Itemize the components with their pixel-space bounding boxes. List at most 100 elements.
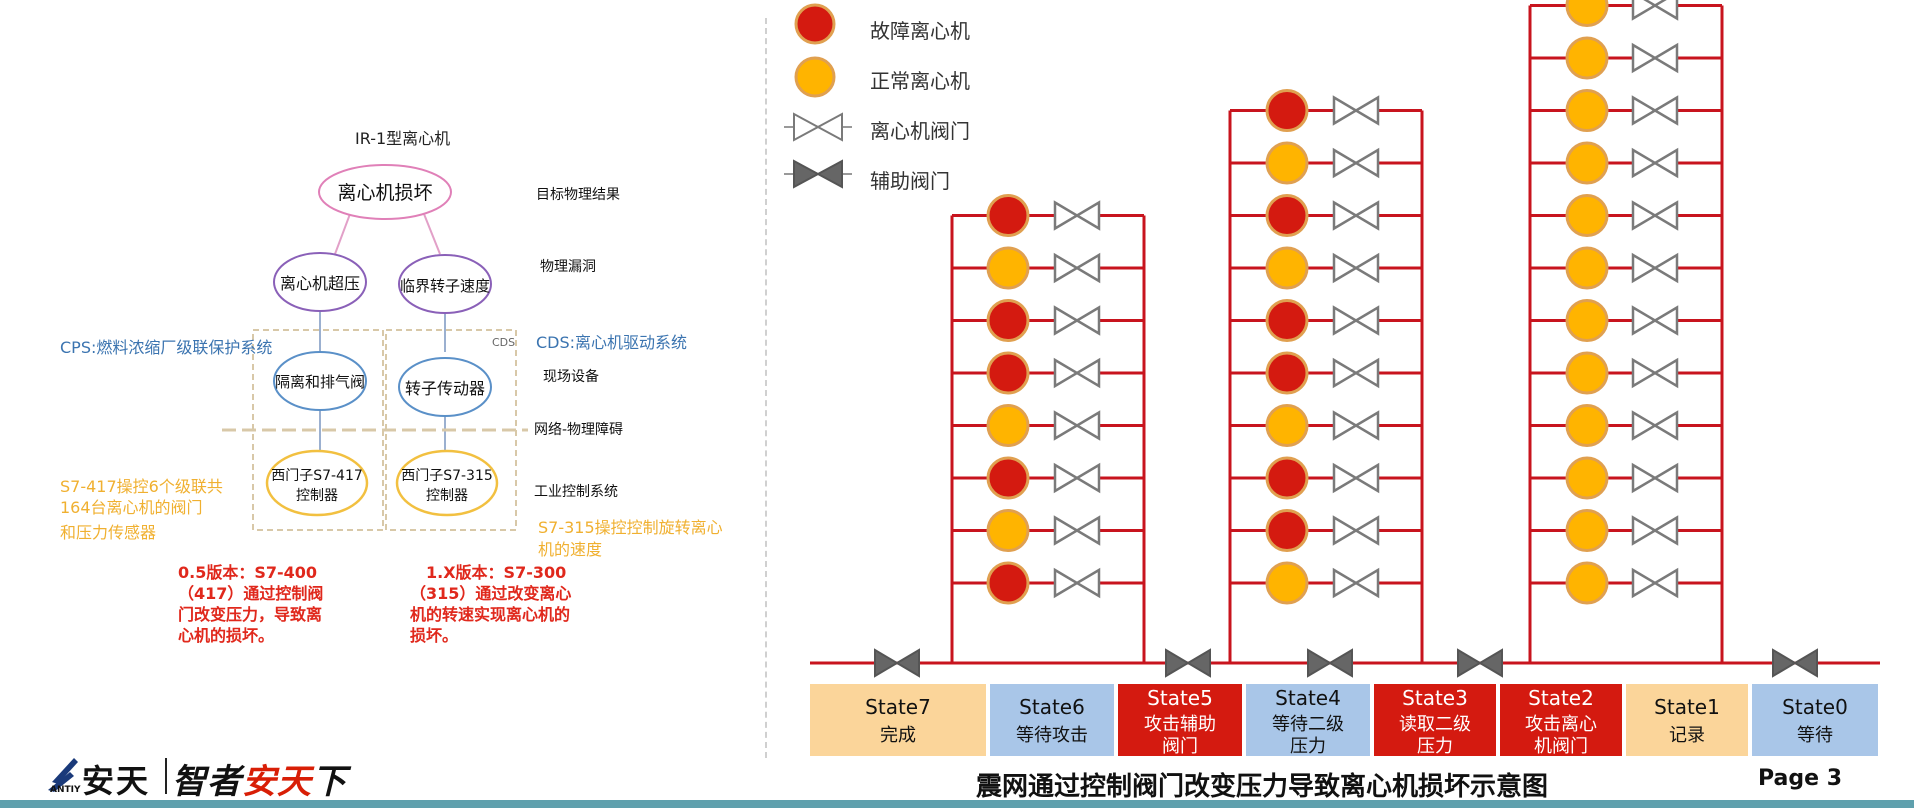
centrifuge-valve-icon — [1074, 200, 1101, 231]
node-overpressure — [273, 252, 367, 312]
centrifuge-valve-icon — [1353, 515, 1380, 546]
centrifuge-valve-icon — [1353, 252, 1380, 284]
state-name: State6 — [1019, 695, 1085, 719]
auxiliary-valve-icon — [1457, 648, 1482, 678]
normal-centrifuge-icon — [794, 56, 836, 98]
centrifuge-valve-icon — [1631, 147, 1658, 179]
s7-417-note-line: 164台离心机的阀门 — [60, 498, 203, 517]
centrifuge-valve-icon — [1053, 200, 1080, 231]
legend-label: 正常离心机 — [870, 69, 970, 93]
normal-centrifuge-icon — [1565, 89, 1609, 132]
centrifuge-valve-icon — [1353, 410, 1380, 441]
node-rotor-drive-label: 转子传动器 — [405, 379, 485, 398]
centrifuge-valve-icon — [1652, 357, 1679, 389]
state-name: State7 — [865, 695, 931, 719]
node-isolation-valve — [273, 351, 367, 411]
centrifuge-valve-icon — [1074, 252, 1101, 284]
version-05-line: 0.5版本：S7-400 — [178, 563, 317, 582]
auxiliary-valve-icon — [1307, 648, 1332, 678]
centrifuge-valve-icon — [1652, 0, 1679, 21]
centrifuge-valve-icon — [1074, 410, 1101, 441]
state-box-bg — [1374, 684, 1496, 756]
state-box-bg — [1626, 684, 1748, 756]
faulty-centrifuge-icon — [986, 351, 1030, 395]
normal-centrifuge-icon — [1565, 141, 1609, 185]
state-desc: 攻击离心 — [1525, 714, 1597, 735]
normal-centrifuge-icon — [1565, 0, 1609, 27]
cps-label: CPS:燃料浓缩厂级联保护系统 — [60, 338, 272, 357]
state-desc: 等待二级 — [1272, 714, 1344, 735]
version-1x-note: 1.X版本：S7-300 （315）通过改变离心 机的转速实现离心机的 损坏。 — [410, 563, 571, 645]
brand-sub: ANTIY — [50, 785, 81, 795]
centrifuge-valve-icon — [1053, 462, 1080, 494]
normal-centrifuge-icon — [1565, 36, 1609, 80]
centrifuge-valve-icon — [1332, 305, 1359, 336]
faulty-centrifuge-icon — [1265, 509, 1309, 552]
auxiliary-valve-icon — [1478, 648, 1503, 678]
centrifuge-valve-icon — [1631, 200, 1658, 231]
s7-417-note-line: S7-417操控6个级联共 — [60, 477, 223, 496]
centrifuge-valve-icon — [1332, 515, 1359, 546]
centrifuge-valve-icon — [1652, 200, 1679, 231]
auxiliary-valve-icon — [874, 648, 899, 678]
legend-label: 离心机阀门 — [870, 119, 970, 143]
centrifuge-valve-icon — [1652, 42, 1679, 74]
centrifuge-valve-icon — [1631, 462, 1658, 494]
state-name: State3 — [1402, 686, 1468, 710]
centrifuge-valve-icon — [1353, 462, 1380, 494]
centrifuge-valve-icon — [1631, 357, 1658, 389]
faulty-centrifuge-icon — [1265, 456, 1309, 500]
node-damage — [318, 164, 452, 220]
slogan: 智者安天下 — [172, 754, 347, 803]
level-barrier: 网络-物理障碍 — [534, 422, 623, 438]
centrifuge-valve-icon — [1631, 0, 1658, 21]
normal-centrifuge-icon — [986, 509, 1030, 552]
level-ics: 工业控制系统 — [534, 484, 618, 500]
faulty-centrifuge-icon — [986, 194, 1030, 237]
centrifuge-valve-icon — [1332, 357, 1359, 389]
centrifuge-valve-icon — [1631, 305, 1658, 336]
faulty-centrifuge-icon — [1265, 89, 1309, 132]
normal-centrifuge-icon — [1265, 246, 1309, 290]
state-desc: 压力 — [1417, 736, 1453, 757]
centrifuge-valve-icon — [1074, 357, 1101, 389]
auxiliary-valve-icon — [895, 648, 920, 678]
centrifuge-valve-icon — [1631, 515, 1658, 546]
centrifuge-valve-icon — [1652, 410, 1679, 441]
node-plc-315 — [395, 449, 499, 517]
node-isolation-valve-label: 隔离和排气阀 — [275, 373, 365, 391]
legend-item-normal: 正常离心机 — [794, 56, 970, 98]
auxiliary-valve-icon — [1772, 648, 1797, 678]
faulty-centrifuge-icon — [1265, 299, 1309, 342]
normal-centrifuge-icon — [1265, 141, 1309, 185]
centrifuge-valve-icon — [1074, 305, 1101, 336]
centrifuge-valve-icon — [1652, 252, 1679, 284]
node-plc-417-line2: 控制器 — [296, 488, 338, 504]
normal-centrifuge-icon — [986, 404, 1030, 447]
centrifuge-valve-icon — [1353, 147, 1380, 179]
auxiliary-valve-icon — [1328, 648, 1353, 678]
centrifuge-valve-icon — [1353, 305, 1380, 336]
centrifuge-valve-icon — [1353, 95, 1380, 126]
normal-centrifuge-icon — [1565, 456, 1609, 500]
logo-separator — [165, 758, 167, 794]
version-1x-line: 机的转速实现离心机的 — [410, 605, 570, 624]
centrifuge-valve-icon — [1074, 515, 1101, 546]
normal-centrifuge-icon — [986, 246, 1030, 290]
node-rotor-drive — [398, 357, 492, 417]
centrifuge-valve-icon — [1652, 95, 1679, 126]
node-plc-417 — [265, 449, 369, 517]
state-desc: 攻击辅助 — [1144, 714, 1216, 735]
level-target-result: 目标物理结果 — [536, 187, 620, 203]
cascade-middle — [1228, 89, 1424, 663]
centrifuge-valve-icon — [1053, 410, 1080, 441]
figure-caption: 震网通过控制阀门改变压力导致离心机损坏示意图 — [976, 772, 1549, 802]
version-05-line: 门改变压力，导致离 — [178, 605, 322, 624]
centrifuge-valve-icon — [1631, 42, 1658, 74]
centrifuge-valve-icon — [1053, 567, 1080, 599]
faulty-centrifuge-icon — [1265, 351, 1309, 395]
normal-centrifuge-icon — [1565, 194, 1609, 237]
